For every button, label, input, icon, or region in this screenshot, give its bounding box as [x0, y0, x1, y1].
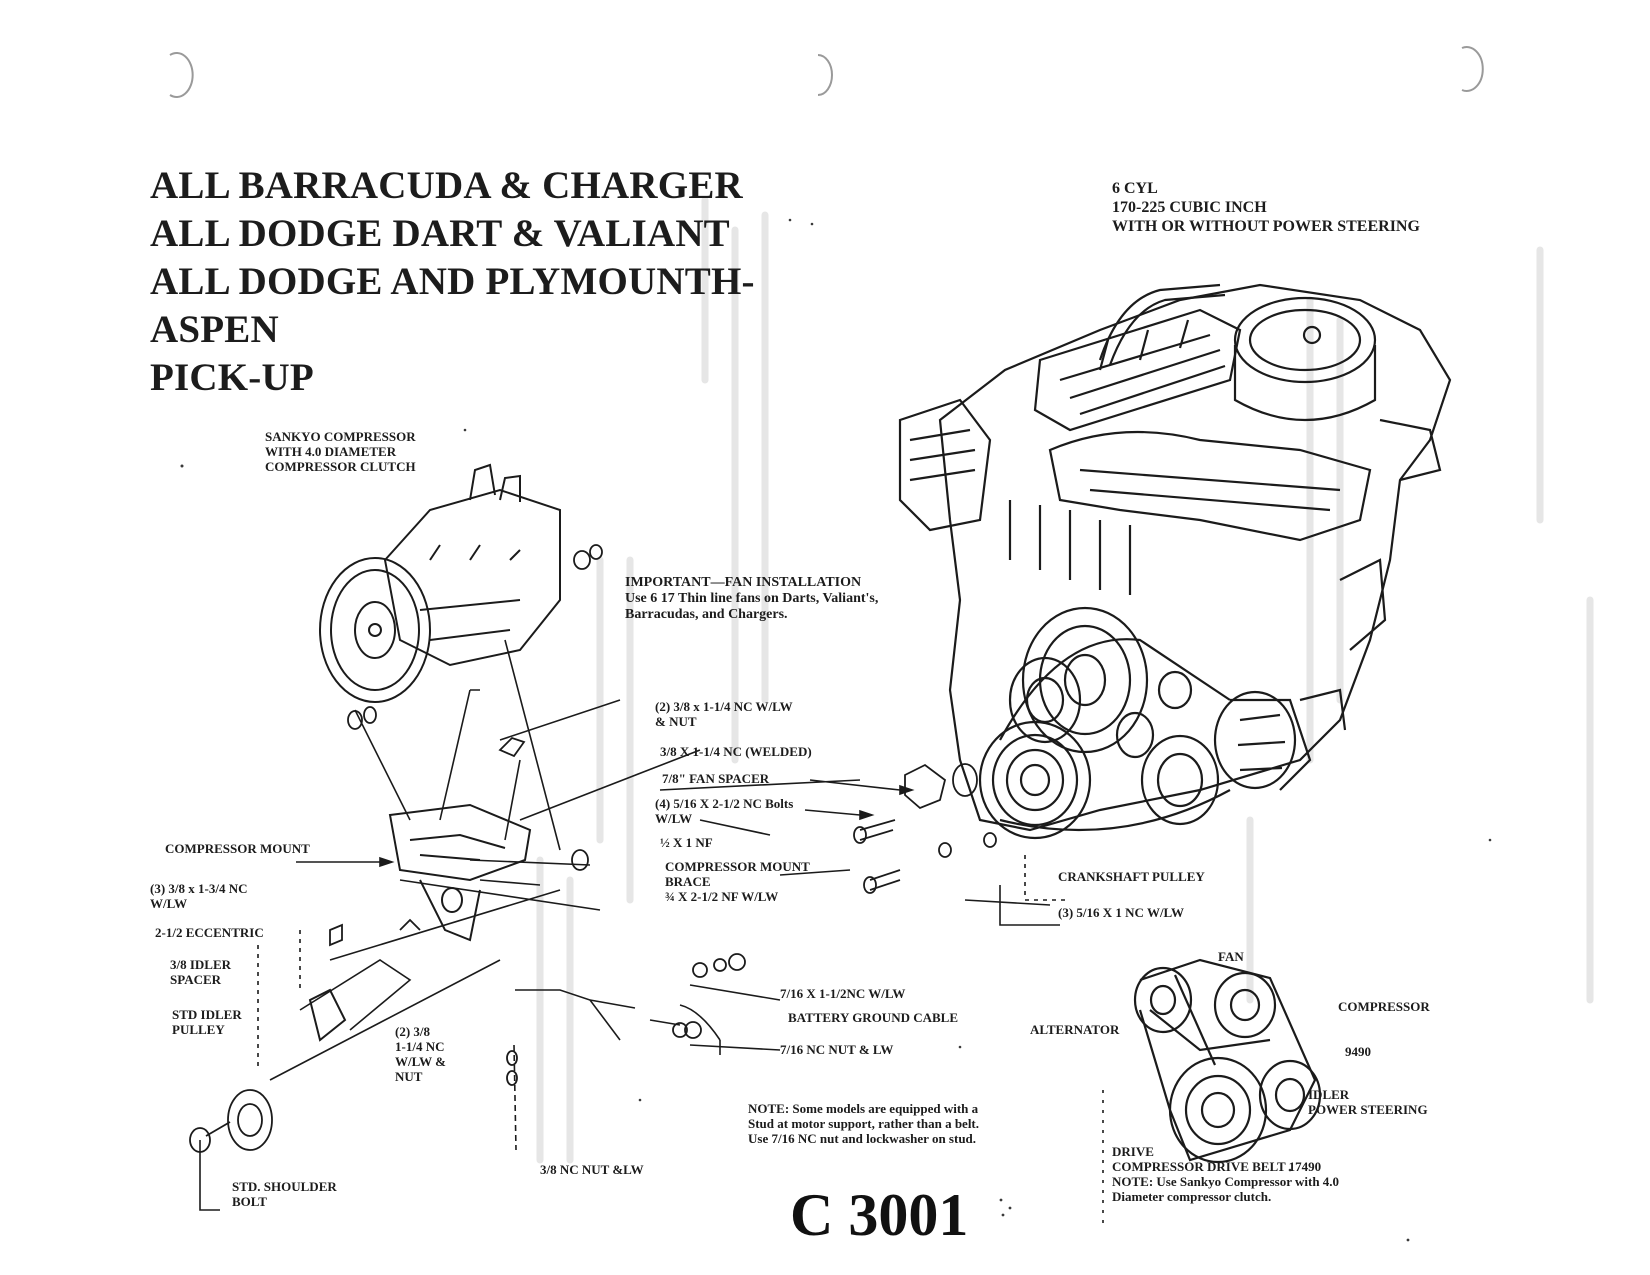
belt-routing-diagram [1133, 958, 1322, 1164]
label-bolts-516-212: (4) 5/16 X 2-1/2 NC Bolts W/LW [655, 796, 794, 826]
label-compressor-mount-brace: COMPRESSOR MOUNT BRACE ¾ X 2-1/2 NF W/LW [665, 859, 810, 904]
label-note-stud: NOTE: Some models are equipped with a St… [748, 1101, 980, 1146]
label-bolt-716-112: 7/16 X 1-1/2NC W/LW [780, 986, 906, 1001]
compressor-mount-bracket [308, 803, 532, 1042]
engine-illustration [898, 283, 1452, 840]
bleed-through [536, 196, 1594, 1164]
title-line-2: ALL DODGE DART & VALIANT [150, 212, 730, 255]
label-crankshaft-pulley: CRANKSHAFT PULLEY [1058, 869, 1205, 884]
label-belt-9490: 9490 [1345, 1044, 1371, 1059]
label-sankyo-compressor: SANKYO COMPRESSOR WITH 4.0 DIAMETER COMP… [265, 429, 416, 474]
title-line-1: ALL BARRACUDA & CHARGER [150, 164, 743, 207]
label-nut-38-lw: 3/8 NC NUT &LW [540, 1162, 644, 1177]
label-std-idler-pulley: STD IDLER PULLEY [172, 1007, 242, 1037]
scan-speckle [180, 218, 1492, 1242]
label-bolt-38-114-welded: 3/8 X 1-1/4 NC (WELDED) [660, 744, 812, 759]
title-line-3: ALL DODGE AND PLYMOUNTH- [150, 260, 755, 303]
label-fan: FAN [1218, 949, 1244, 964]
compressor-illustration [319, 463, 561, 703]
label-compressor-mount: COMPRESSOR MOUNT [165, 841, 310, 856]
title-line-4: ASPEN [150, 308, 279, 351]
punch-holes [169, 46, 1484, 98]
label-drive-note: DRIVE COMPRESSOR DRIVE BELT 17490 NOTE: … [1112, 1144, 1340, 1204]
label-idler-power-steering: IDLER POWER STEERING [1308, 1087, 1428, 1117]
hardware-parts [189, 544, 997, 1153]
label-compressor: COMPRESSOR [1338, 999, 1430, 1014]
label-fan-spacer: 7/8" FAN SPACER [662, 771, 770, 786]
label-bolts-38-114-lw-nut: (2) 3/8 1-1/4 NC W/LW & NUT [395, 1024, 446, 1084]
label-nut-716-lw: 7/16 NC NUT & LW [780, 1042, 894, 1057]
kit-code: C 3001 [790, 1182, 969, 1248]
label-important-fan: IMPORTANT—FAN INSTALLATION Use 6 17 Thin… [625, 575, 879, 623]
label-bolts-38-114-nut: (2) 3/8 x 1-1/4 NC W/LW & NUT [655, 699, 793, 729]
engine-spec-cylinders: 6 CYL [1112, 180, 1158, 197]
label-std-shoulder-bolt: STD. SHOULDER BOLT [232, 1179, 337, 1209]
leader-lines [199, 639, 1104, 1230]
label-battery-ground-cable: BATTERY GROUND CABLE [788, 1010, 959, 1025]
engine-spec-displacement: 170-225 CUBIC INCH [1112, 199, 1267, 216]
label-bolts-516-1nc: (3) 5/16 X 1 NC W/LW [1058, 905, 1185, 920]
label-alternator: ALTERNATOR [1030, 1022, 1120, 1037]
label-half-x1-nf: ½ X 1 NF [660, 835, 713, 850]
title-line-5: PICK-UP [150, 356, 314, 399]
label-eccentric: 2-1/2 ECCENTRIC [155, 925, 264, 940]
label-idler-spacer: 3/8 IDLER SPACER [170, 957, 232, 987]
label-bolts-38-134: (3) 3/8 x 1-3/4 NC W/LW [150, 881, 248, 911]
engine-spec-steering: WITH OR WITHOUT POWER STEERING [1112, 218, 1420, 235]
